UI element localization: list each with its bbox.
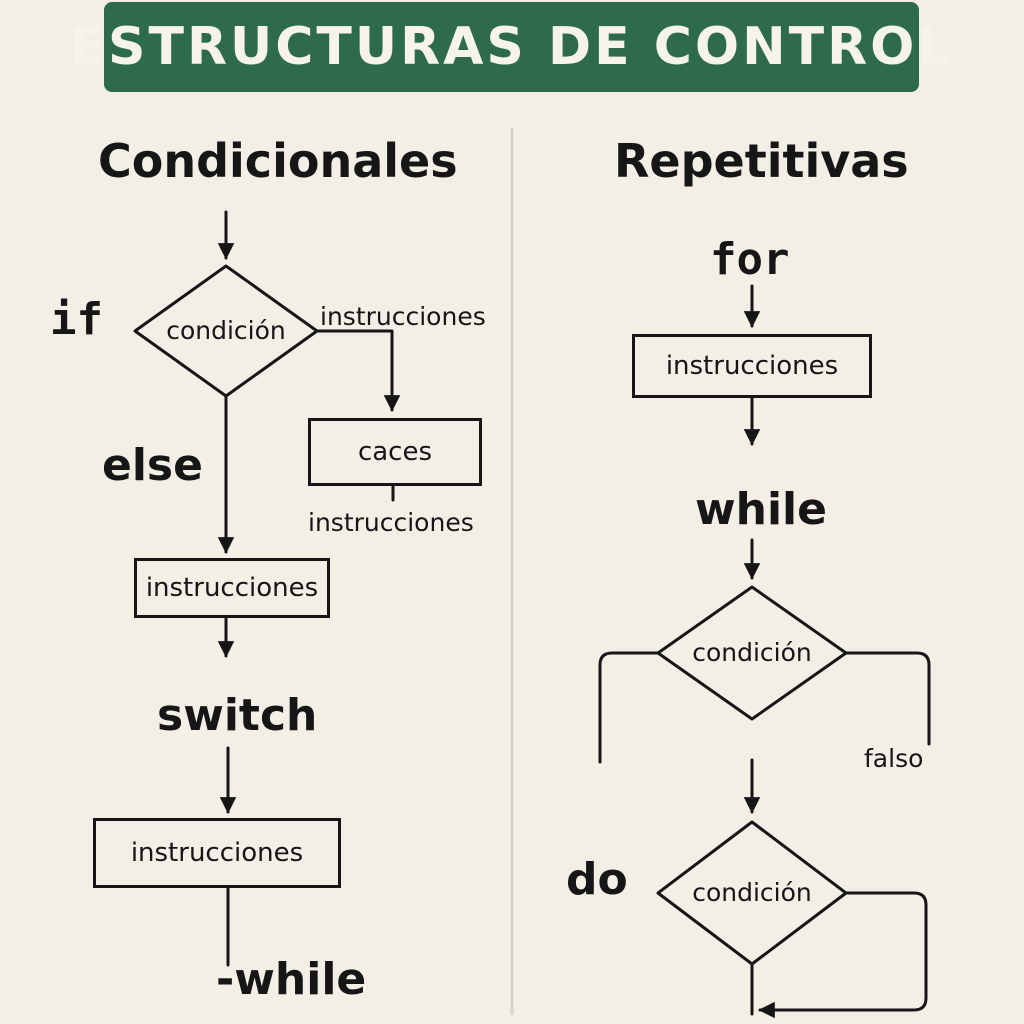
for-instructions-label: instrucciones: [665, 351, 839, 381]
diagram-title: ESTRUCTURAS DE CONTROL: [69, 17, 954, 77]
else-keyword: else: [102, 440, 203, 491]
if-side-box: caces: [308, 418, 482, 486]
else-instructions-box: instrucciones: [134, 558, 330, 618]
if-keyword: if: [50, 294, 103, 345]
while-condition-label: condición: [692, 638, 812, 667]
while-left-loop-line: [598, 651, 660, 764]
do-loop-back-arrow: [758, 891, 928, 1019]
do-keyword: do: [566, 854, 628, 905]
switch-keyword: switch: [157, 690, 318, 741]
title-banner: ESTRUCTURAS DE CONTROL: [70, 2, 950, 92]
else-instructions-label: instrucciones: [145, 573, 319, 603]
do-condition-label: condición: [692, 878, 812, 907]
conditionals-heading: Condicionales: [98, 134, 458, 188]
if-side-box-below-label: instrucciones: [308, 508, 474, 537]
for-instructions-box: instrucciones: [632, 334, 872, 398]
switch-instructions-box: instrucciones: [93, 818, 341, 888]
if-side-box-label: caces: [357, 437, 433, 467]
while-keyword: while: [695, 484, 827, 535]
while-false-branch-line: [844, 651, 931, 746]
for-keyword: for: [710, 234, 790, 285]
repetitive-heading: Repetitivas: [614, 134, 909, 188]
if-true-branch-arrow: [315, 329, 401, 412]
if-branch-label: instrucciones: [320, 302, 486, 331]
while-condition-diamond: [656, 585, 848, 721]
while-false-label: falso: [864, 744, 924, 773]
switch-instructions-label: instrucciones: [130, 838, 304, 868]
if-condition-label: condición: [166, 316, 286, 345]
bottom-while-keyword: -while: [216, 954, 367, 1005]
